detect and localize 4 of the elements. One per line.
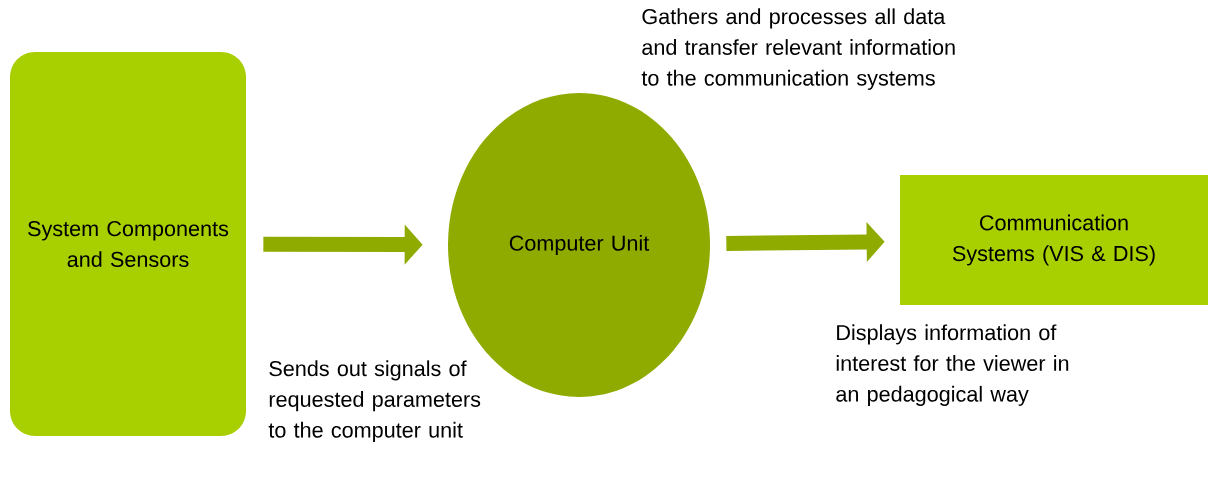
process-box: Communication Systems (VIS & DIS) (900, 175, 1208, 305)
process-box: System Components and Sensors (10, 52, 246, 436)
description-text: Displays information of interest for the viewer in an pedagogical way (836, 324, 1069, 406)
description-text: Gathers and processes all data and transfer relevant information to the communication systems (641, 8, 955, 90)
